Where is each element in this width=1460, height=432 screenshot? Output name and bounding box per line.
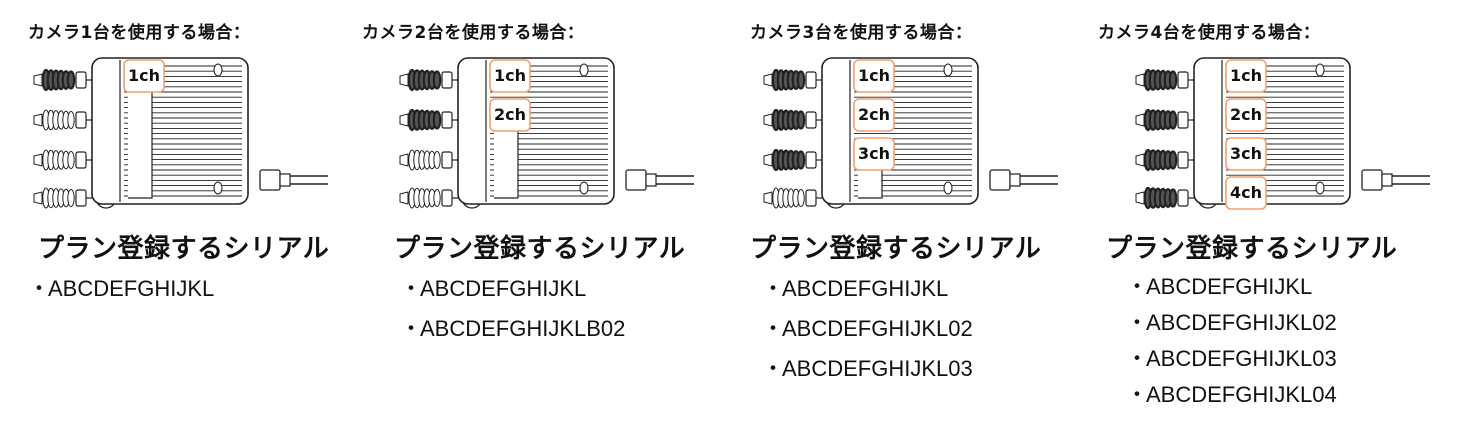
bnc-plug (763, 187, 824, 209)
serial-list-item: ・ABCDEFGHIJKL02 (1126, 308, 1337, 344)
recorder-device: 1ch 2ch (399, 57, 694, 209)
device-housing (821, 57, 979, 205)
serial-value: ABCDEFGHIJKL (48, 276, 215, 301)
camera-case-panel-1: カメラ1台を使用する場合： 1ch プラン登録するシリアル・ABCDEFGHIJKL (28, 0, 393, 432)
serial-value: ABCDEFGHIJKL02 (1146, 310, 1337, 335)
serial-value: ABCDEFGHIJKL (1146, 274, 1313, 299)
serial-list-item: ・ABCDEFGHIJKL (762, 272, 973, 312)
bullet: ・ (28, 276, 51, 301)
serial-list-item: ・ABCDEFGHIJKL04 (1126, 380, 1337, 416)
serial-value: ABCDEFGHIJKLB02 (420, 316, 626, 341)
bullet: ・ (762, 276, 785, 301)
plan-serial-heading: プラン登録するシリアル (750, 234, 1042, 264)
channel-label-text: 1ch (1230, 66, 1262, 85)
serial-list-item: ・ABCDEFGHIJKL (1126, 272, 1337, 308)
recorder-device: 1ch 2ch 3ch (763, 57, 1058, 209)
usb-cable (259, 169, 328, 191)
active-bnc-plug (399, 108, 460, 132)
bullet: ・ (762, 316, 785, 341)
device-illustration: 1ch 2ch (399, 57, 694, 209)
channel-label-text: 3ch (858, 144, 890, 163)
serial-list-item: ・ABCDEFGHIJKL03 (762, 352, 973, 392)
serial-value: ABCDEFGHIJKL (420, 276, 587, 301)
case-title: カメラ1台を使用する場合： (28, 23, 251, 43)
bullet: ・ (1126, 382, 1149, 407)
channel-label: 4ch (1225, 176, 1267, 210)
channel-label-text: 1ch (858, 66, 890, 85)
bullet: ・ (400, 276, 423, 301)
usb-cable (625, 169, 694, 191)
serial-list-item: ・ABCDEFGHIJKLB02 (400, 312, 625, 352)
active-bnc-plug (1135, 148, 1196, 172)
channel-label-text: 2ch (858, 105, 890, 124)
active-bnc-plug (1135, 108, 1196, 132)
serial-list-item: ・ABCDEFGHIJKL (400, 272, 625, 312)
serial-value: ABCDEFGHIJKL03 (782, 356, 973, 381)
active-bnc-plug (1135, 186, 1196, 210)
case-title: カメラ3台を使用する場合： (750, 23, 973, 43)
bnc-plug (33, 149, 94, 171)
channel-label-text: 3ch (1230, 144, 1262, 163)
active-bnc-plug (33, 68, 94, 92)
plan-serial-heading: プラン登録するシリアル (1106, 234, 1398, 264)
active-bnc-plug (763, 148, 824, 172)
serial-list-item: ・ABCDEFGHIJKL03 (1126, 344, 1337, 380)
plan-serial-heading: プラン登録するシリアル (38, 234, 330, 264)
device-housing (457, 57, 615, 205)
bullet: ・ (1126, 274, 1149, 299)
bullet: ・ (400, 316, 423, 341)
channel-label-text: 2ch (1230, 105, 1262, 124)
device-illustration: 1ch 2ch 3ch (763, 57, 1058, 209)
bnc-plug (33, 109, 94, 131)
usb-cable (989, 169, 1058, 191)
serial-list-item: ・ABCDEFGHIJKL (28, 272, 214, 312)
usb-cable (1361, 169, 1430, 191)
channel-label: 2ch (853, 98, 895, 132)
serial-list: ・ABCDEFGHIJKL・ABCDEFGHIJKL02・ABCDEFGHIJK… (762, 272, 973, 392)
channel-label-text: 1ch (128, 66, 160, 85)
serial-list-item: ・ABCDEFGHIJKL02 (762, 312, 973, 352)
bullet: ・ (762, 356, 785, 381)
bullet: ・ (1126, 310, 1149, 335)
serial-list: ・ABCDEFGHIJKL (28, 272, 214, 312)
bnc-plug (33, 187, 94, 209)
bnc-plug (399, 187, 460, 209)
device-illustration: 1ch 2ch 3ch 4ch (1135, 57, 1430, 210)
active-bnc-plug (763, 68, 824, 92)
serial-value: ABCDEFGHIJKL (782, 276, 949, 301)
serial-list: ・ABCDEFGHIJKL・ABCDEFGHIJKLB02 (400, 272, 625, 352)
bullet: ・ (1126, 346, 1149, 371)
channel-label-text: 1ch (494, 66, 526, 85)
channel-label: 1ch (1225, 59, 1267, 93)
device-housing (1193, 57, 1351, 205)
bnc-plug (399, 149, 460, 171)
channel-label: 1ch (123, 59, 165, 93)
plan-serial-heading: プラン登録するシリアル (394, 234, 686, 264)
channel-label: 3ch (853, 137, 895, 171)
channel-label-text: 2ch (494, 105, 526, 124)
active-bnc-plug (1135, 68, 1196, 92)
device-housing (91, 57, 249, 205)
active-bnc-plug (399, 68, 460, 92)
case-title: カメラ2台を使用する場合： (362, 23, 585, 43)
channel-label: 1ch (489, 59, 531, 93)
channel-label: 2ch (1225, 98, 1267, 132)
active-bnc-plug (763, 108, 824, 132)
serial-value: ABCDEFGHIJKL02 (782, 316, 973, 341)
case-title: カメラ4台を使用する場合： (1098, 23, 1321, 43)
channel-label-text: 4ch (1230, 183, 1262, 202)
channel-label: 1ch (853, 59, 895, 93)
channel-label: 2ch (489, 98, 531, 132)
recorder-device: 1ch 2ch 3ch 4ch (1135, 57, 1430, 210)
serial-value: ABCDEFGHIJKL04 (1146, 382, 1337, 407)
serial-value: ABCDEFGHIJKL03 (1146, 346, 1337, 371)
serial-list: ・ABCDEFGHIJKL・ABCDEFGHIJKL02・ABCDEFGHIJK… (1126, 272, 1337, 416)
device-illustration: 1ch (33, 57, 328, 209)
recorder-device: 1ch (33, 57, 328, 209)
channel-label: 3ch (1225, 137, 1267, 171)
